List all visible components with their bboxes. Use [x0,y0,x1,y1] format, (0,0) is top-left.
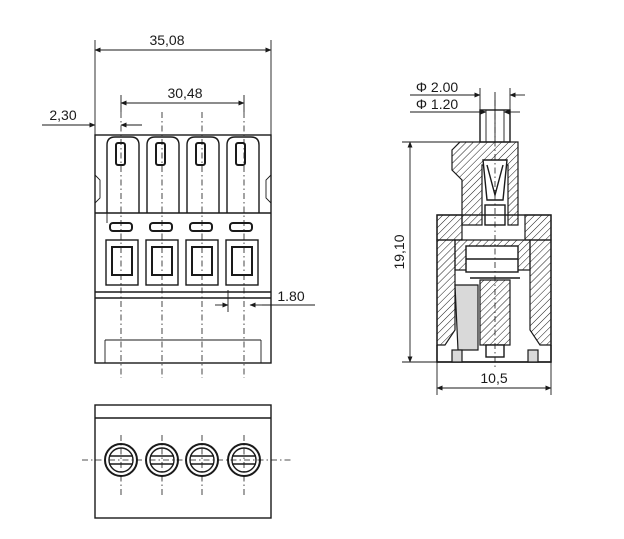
dim-depth: 10,5 [480,370,507,386]
front-view: 35,08 30,48 2,30 1.80 [42,32,315,378]
dim-terminal-offset: 1.80 [277,288,304,304]
dim-pin-diameter-outer: Φ 2.00 [416,79,459,95]
dim-overall-width: 35,08 [149,32,184,48]
side-section-view: Φ 2.00 Φ 1.20 19,10 10,5 [391,79,552,395]
dim-pitch-span: 30,48 [167,85,202,101]
dim-edge-offset: 2,30 [49,107,76,123]
terminal-column-4 [225,136,260,286]
dim-pin-diameter-inner: Φ 1.20 [416,96,459,112]
terminal-column-3 [185,136,220,286]
dim-height: 19,10 [391,234,407,269]
terminal-column-1 [105,136,140,286]
terminal-column-2 [145,136,180,286]
bottom-view [82,404,292,519]
